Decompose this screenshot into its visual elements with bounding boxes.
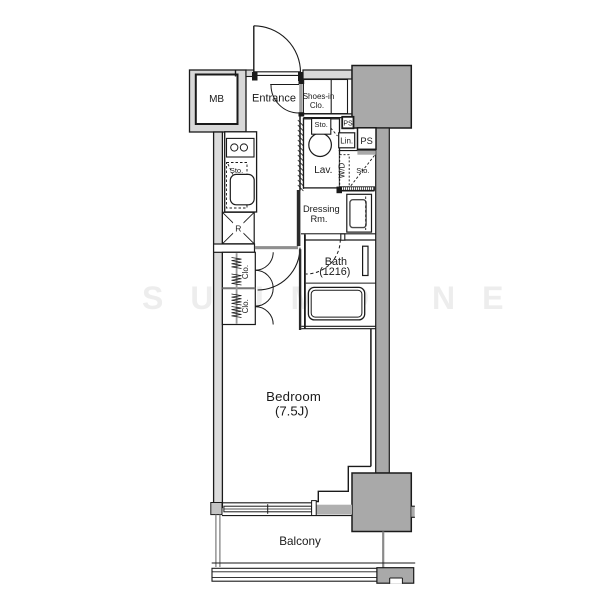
svg-text:(7.5J): (7.5J) <box>275 404 309 419</box>
svg-text:Bedroom: Bedroom <box>266 389 321 404</box>
svg-text:Lav.: Lav. <box>314 165 332 176</box>
svg-text:R: R <box>235 224 241 234</box>
svg-text:Lin.: Lin. <box>340 136 353 145</box>
svg-text:Sto.: Sto. <box>315 120 328 129</box>
svg-text:W/D: W/D <box>338 163 347 179</box>
svg-text:PS: PS <box>343 121 353 128</box>
svg-text:PS: PS <box>360 136 372 146</box>
svg-text:(1216): (1216) <box>319 266 350 278</box>
svg-text:Clo.: Clo. <box>241 299 250 313</box>
svg-text:Clo.: Clo. <box>310 101 324 110</box>
svg-text:Dressing: Dressing <box>303 204 340 214</box>
svg-text:Sto.: Sto. <box>230 166 243 175</box>
svg-text:MB: MB <box>209 94 224 105</box>
svg-text:Shoes-in: Shoes-in <box>303 92 335 101</box>
svg-text:Bath: Bath <box>325 256 347 268</box>
svg-text:Sto.: Sto. <box>356 166 369 175</box>
svg-text:Rm.: Rm. <box>310 214 327 224</box>
svg-text:Balcony: Balcony <box>279 535 321 548</box>
svg-text:Clo.: Clo. <box>241 265 250 279</box>
